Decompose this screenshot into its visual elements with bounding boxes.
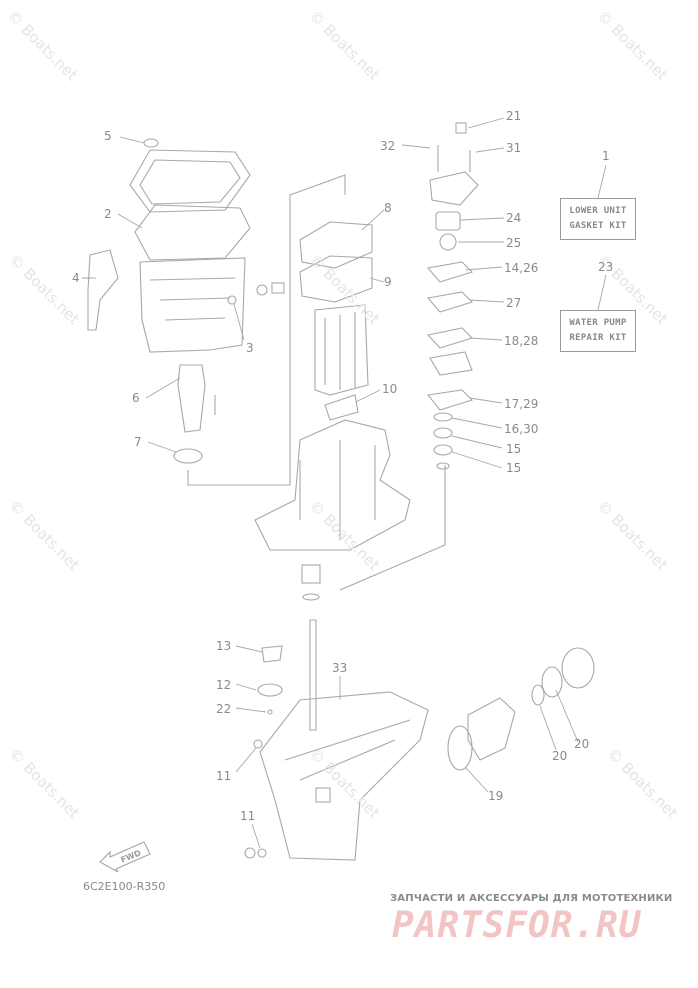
shop-logo: PARTSFOR.RU <box>392 905 642 946</box>
pinion-gear <box>301 564 321 584</box>
part-label: 12 <box>216 678 232 692</box>
part-label: 2 <box>104 207 112 221</box>
part-24-insert <box>435 211 461 231</box>
part-13 <box>261 645 283 663</box>
part-14-plate <box>426 261 474 283</box>
part-2-gasket <box>134 204 251 261</box>
part-3 <box>227 295 237 305</box>
part-label: 33 <box>332 661 348 675</box>
part-label: 23 <box>598 260 614 274</box>
part-label: 32 <box>380 139 396 153</box>
gear-case-logo <box>315 787 331 803</box>
upper-block <box>314 304 369 396</box>
part-label: 13 <box>216 639 232 653</box>
part-label: 16,30 <box>504 422 539 436</box>
part-label: 20 <box>574 737 590 751</box>
part-10 <box>324 394 359 421</box>
part-12-oring <box>257 683 283 697</box>
part-label: 17,29 <box>504 397 539 411</box>
part-label: 11 <box>216 769 232 783</box>
part-label: 7 <box>134 435 142 449</box>
part-label: 25 <box>506 236 522 250</box>
part-label: 31 <box>506 141 522 155</box>
part-label: 14,26 <box>504 261 539 275</box>
kit-line: GASKET KIT <box>569 221 627 231</box>
part-20-seal <box>531 684 545 706</box>
part-25-impeller <box>439 233 457 251</box>
kit-line: REPAIR KIT <box>569 333 627 343</box>
kit-line: WATER PUMP <box>569 318 627 328</box>
gear-case <box>259 691 429 861</box>
part-label: 22 <box>216 702 232 716</box>
prop-shaft-housing <box>467 697 516 761</box>
lower-casing <box>254 419 411 551</box>
part-label: 11 <box>240 809 256 823</box>
part-8-plate <box>299 221 373 269</box>
part-5-cap <box>143 138 159 148</box>
part-label: 10 <box>382 382 398 396</box>
part-21 <box>455 122 467 134</box>
part-label: 21 <box>506 109 522 123</box>
part-4-bracket <box>87 249 119 331</box>
part-label: 1 <box>602 149 610 163</box>
part-label: 18,28 <box>504 334 539 348</box>
pump-kit-box: WATER PUMP REPAIR KIT <box>560 310 636 352</box>
part-16-oring <box>433 412 453 422</box>
part-9-plate <box>299 255 373 303</box>
part-18-plate <box>426 327 474 349</box>
part-7-seal <box>173 448 203 464</box>
part-label: 3 <box>246 341 254 355</box>
drive-shaft <box>309 619 317 731</box>
part-22 <box>267 709 273 715</box>
part-label: 9 <box>384 275 392 289</box>
pump-housing <box>429 171 479 206</box>
part-17-gasket <box>426 389 474 411</box>
fwd-arrow-icon: FWD <box>99 841 151 872</box>
part-label: 8 <box>384 201 392 215</box>
part-label: 27 <box>506 296 522 310</box>
diagram-code: 6C2E100-R350 <box>83 880 166 893</box>
shop-tagline: ЗАПЧАСТИ И АКСЕССУАРЫ ДЛЯ МОТОТЕХНИКИ <box>390 893 673 904</box>
part-15-bearing <box>433 427 453 439</box>
part-11-screw <box>253 739 263 749</box>
part-label: 20 <box>552 749 568 763</box>
part-27-plate <box>426 291 474 313</box>
part-19-oring <box>447 725 473 771</box>
part-label: 15 <box>506 461 522 475</box>
part-label: 6 <box>132 391 140 405</box>
part-label: 19 <box>488 789 504 803</box>
part-label: 5 <box>104 129 112 143</box>
part-6-housing <box>177 364 206 433</box>
part-label: 4 <box>72 271 80 285</box>
part-label: 24 <box>506 211 522 225</box>
gasket-kit-box: LOWER UNIT GASKET KIT <box>560 198 636 240</box>
kit-line: LOWER UNIT <box>569 206 627 216</box>
part-label: 15 <box>506 442 522 456</box>
